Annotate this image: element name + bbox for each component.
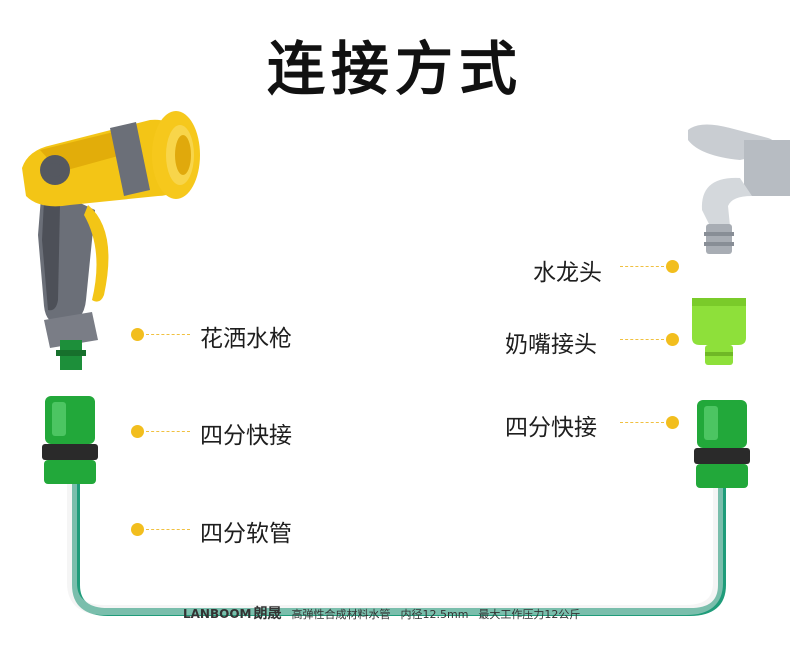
callout-dot: [666, 260, 679, 273]
callout-line: [620, 339, 664, 340]
gun-badge-icon: [48, 163, 62, 177]
hose-inner-diameter: 内径12.5mm: [400, 608, 468, 621]
callout-line: [620, 422, 664, 423]
left-quick-connector-image: [42, 396, 98, 484]
hose: [72, 478, 722, 612]
right-quick-connector-image: [694, 400, 750, 488]
faucet-image: [688, 124, 790, 254]
callout-line: [146, 431, 190, 432]
label-spray-gun: 花洒水枪: [200, 319, 292, 353]
spray-gun-image: [22, 111, 200, 370]
label-nipple-connector: 奶嘴接头: [505, 325, 597, 359]
callout-line: [146, 529, 190, 530]
label-faucet: 水龙头: [533, 253, 602, 287]
hose-pressure: 最大工作压力12公斤: [478, 608, 580, 621]
callout-line: [620, 266, 664, 267]
brand-en-2: BOOM: [210, 607, 252, 621]
label-soft-hose: 四分软管: [200, 514, 292, 548]
callout-line: [146, 334, 190, 335]
label-left-quick-connector: 四分快接: [200, 416, 292, 450]
brand-en-1: LAN: [183, 607, 210, 621]
label-right-quick-connector: 四分快接: [505, 408, 597, 442]
hose-description: 高弹性合成材料水管: [291, 608, 390, 621]
callout-dot: [666, 333, 679, 346]
callout-dot: [666, 416, 679, 429]
callout-dot: [131, 425, 144, 438]
nipple-connector-image: [692, 298, 746, 365]
callout-dot: [131, 328, 144, 341]
callout-dot: [131, 523, 144, 536]
brand-cn: 朗晟: [253, 606, 281, 622]
